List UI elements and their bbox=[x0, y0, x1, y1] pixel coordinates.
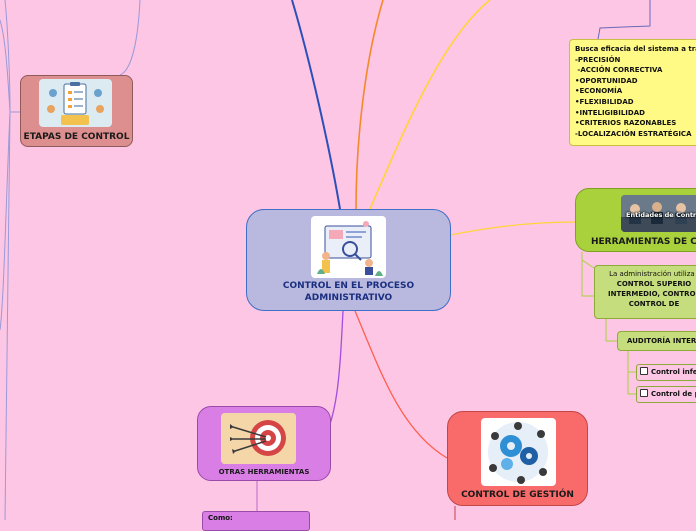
checklist-item[interactable]: Control de p bbox=[636, 386, 696, 403]
criteria-line: •ECONOMÍA bbox=[575, 87, 623, 96]
herramientas-label: HERRAMIENTAS DE CO bbox=[591, 237, 696, 247]
central-topic-node[interactable]: CONTROL EN EL PROCESO ADMINISTRATIVO bbox=[246, 209, 451, 311]
checkbox-icon[interactable] bbox=[640, 367, 648, 375]
administracion-line: INTERMEDIO, CONTROL bbox=[608, 290, 696, 298]
administracion-note[interactable]: La administración utiliza l CONTROL SUPE… bbox=[594, 265, 696, 319]
magnifier-analysis-illustration bbox=[311, 216, 386, 278]
checklist-clipboard-illustration bbox=[39, 79, 112, 127]
criteria-line: Busca eficacia del sistema a tra bbox=[575, 45, 696, 53]
criteria-note[interactable]: Busca eficacia del sistema a tra -PRECIS… bbox=[569, 39, 696, 146]
administracion-line: CONTROL DE bbox=[628, 300, 680, 308]
central-topic-label: CONTROL EN EL PROCESO ADMINISTRATIVO bbox=[282, 281, 415, 303]
otras-herramientas-node[interactable]: OTRAS HERRAMIENTAS bbox=[197, 406, 331, 481]
criteria-line: •INTELIGIBILIDAD bbox=[575, 108, 645, 117]
auditoria-node[interactable]: AUDITORÍA INTER bbox=[617, 331, 696, 351]
gears-team-illustration bbox=[481, 418, 556, 486]
checklist-item-label: Control infe bbox=[651, 368, 696, 376]
etapas-de-control-node[interactable]: ETAPAS DE CONTROL bbox=[20, 75, 133, 147]
administracion-line: La administración utiliza l bbox=[609, 270, 696, 278]
criteria-line: •CRITERIOS RAZONABLES bbox=[575, 119, 677, 128]
criteria-line: -PRECISIÓN bbox=[575, 55, 621, 64]
checklist-item[interactable]: Control infe bbox=[636, 364, 696, 381]
criteria-line: -ACCIÓN CORRECTIVA bbox=[575, 66, 663, 75]
herramientas-banner-text: Entidades de Contro bbox=[626, 211, 696, 219]
administracion-line: CONTROL SUPERIO bbox=[616, 280, 692, 288]
criteria-line: •OPORTUNIDAD bbox=[575, 76, 638, 85]
meeting-photo bbox=[621, 195, 696, 232]
como-note[interactable]: Como: bbox=[202, 511, 310, 531]
criteria-line: -LOCALIZACIÓN ESTRATÉGICA bbox=[575, 129, 692, 138]
checkbox-icon[interactable] bbox=[640, 389, 648, 397]
target-arrows-illustration bbox=[221, 413, 296, 464]
checklist-item-label: Control de p bbox=[651, 390, 696, 398]
etapas-de-control-label: ETAPAS DE CONTROL bbox=[23, 132, 130, 142]
control-de-gestion-node[interactable]: CONTROL DE GESTIÓN bbox=[447, 411, 588, 506]
control-de-gestion-label: CONTROL DE GESTIÓN bbox=[461, 490, 574, 500]
criteria-line: •FLEXIBILIDAD bbox=[575, 97, 634, 106]
connector-lines bbox=[0, 0, 651, 520]
otras-herramientas-label: OTRAS HERRAMIENTAS bbox=[218, 468, 310, 476]
herramientas-node[interactable]: HERRAMIENTAS DE CO bbox=[575, 188, 696, 252]
